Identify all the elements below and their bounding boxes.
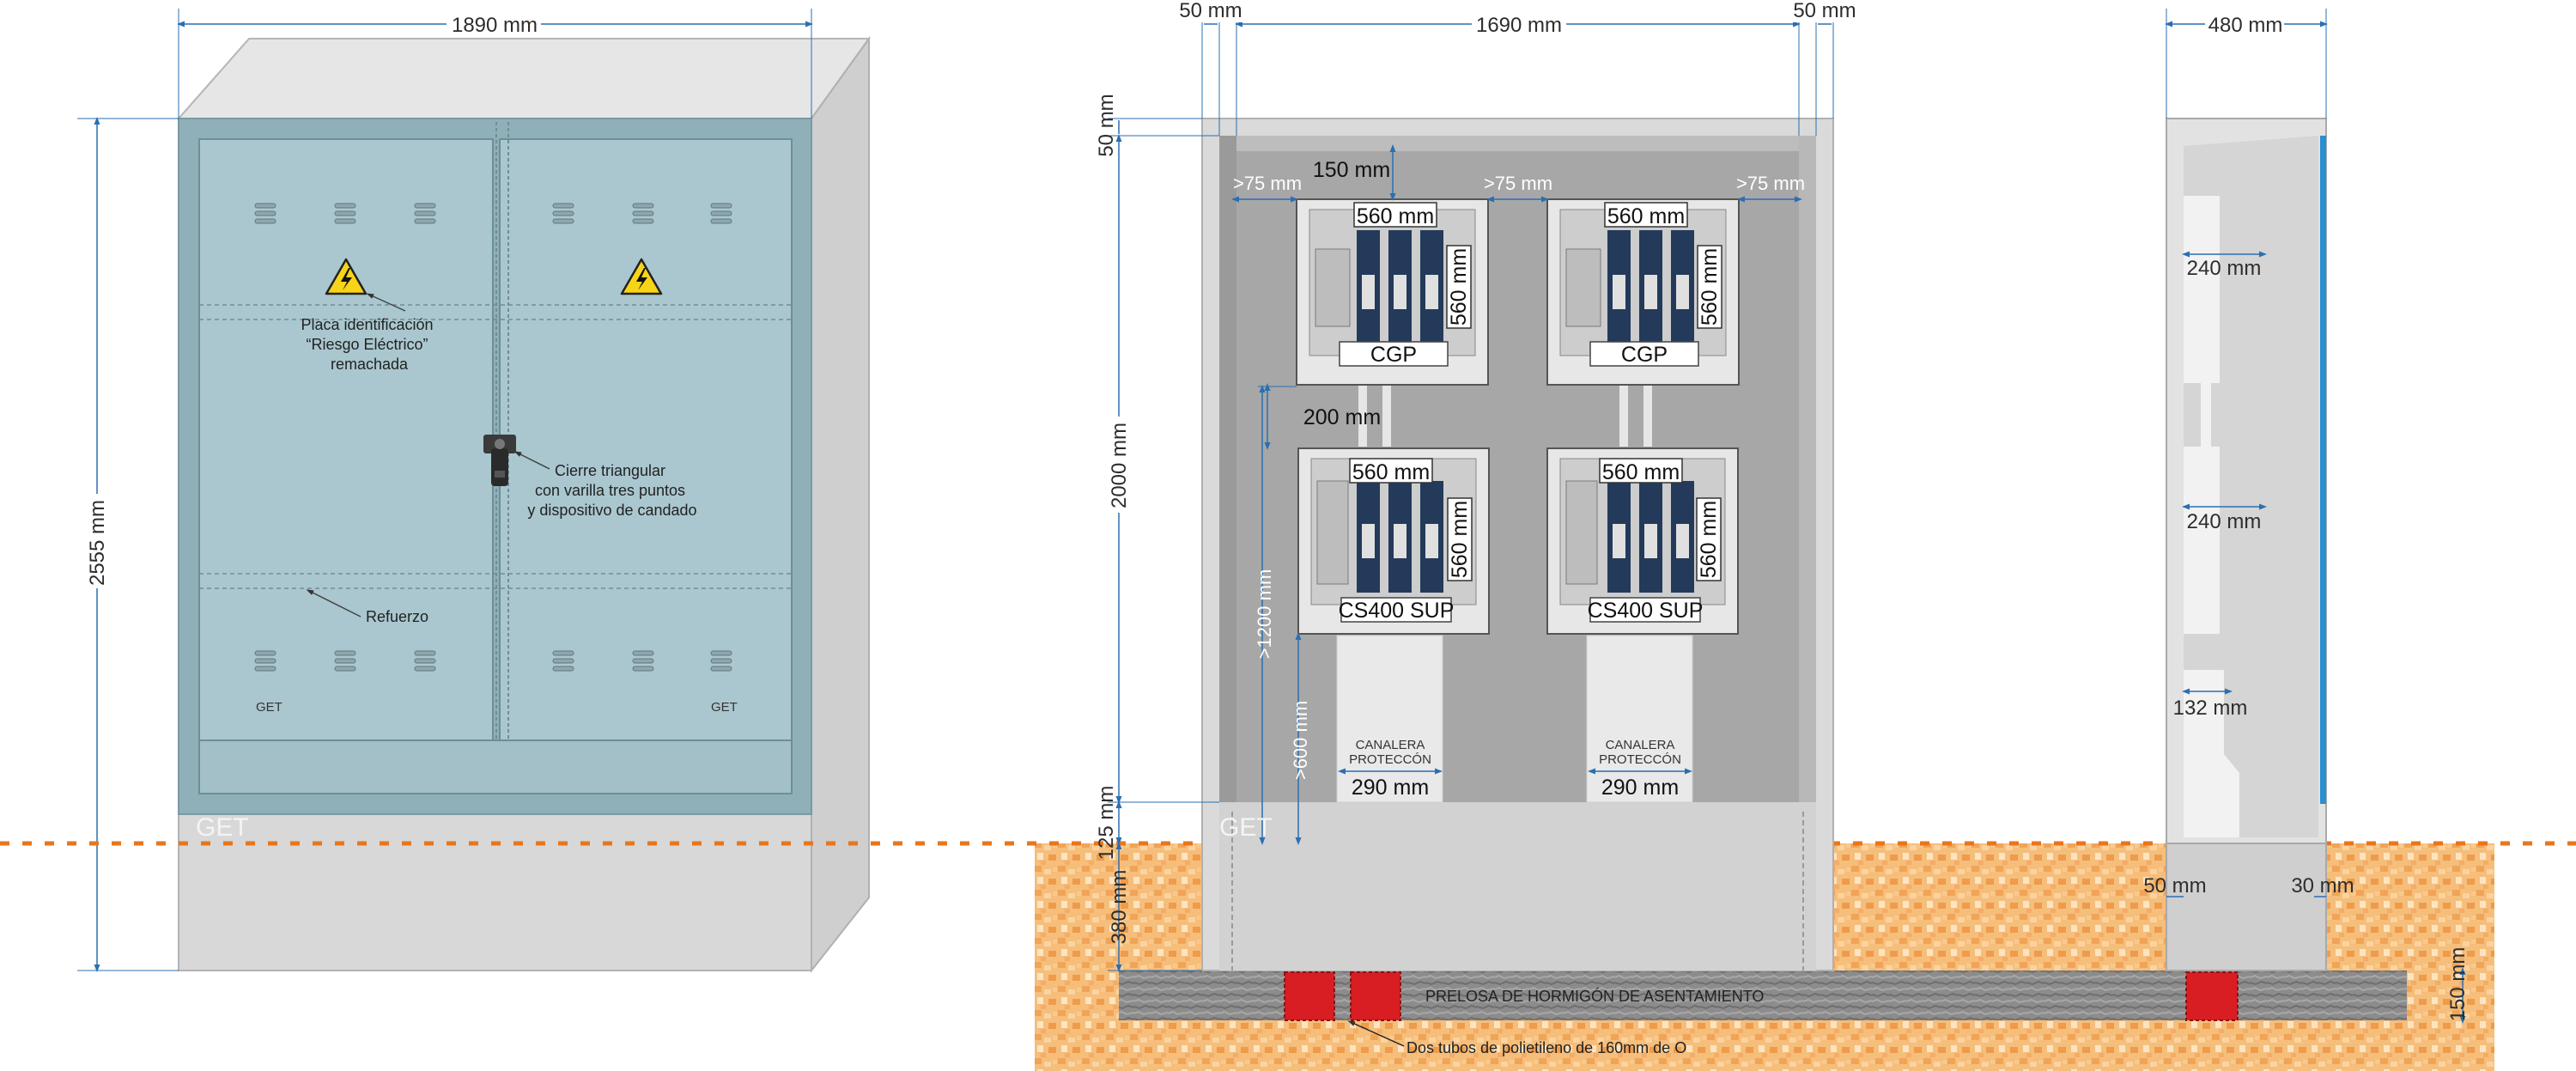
slab-label: PRELOSA DE HORMIGÓN DE ASENTAMIENTO	[1425, 987, 1764, 1005]
plate-note: Placa identificación “Riesgo Eléctrico” …	[301, 316, 437, 373]
cabinet-top-face	[176, 38, 871, 119]
duct-left	[1336, 635, 1443, 803]
cs400-left-height: 560 mm	[1448, 501, 1472, 578]
clear-middle-dim: >75 mm	[1484, 173, 1552, 194]
vent-louver-icon	[710, 203, 732, 224]
cgp-right-height: 560 mm	[1698, 248, 1722, 326]
duct-right-label-1: CANALERA	[1606, 738, 1675, 752]
front-width-dim: 1890 mm	[452, 14, 538, 37]
left-wall-dim: 50 mm	[1179, 0, 1242, 22]
interior-view: CANALERA PROTECCÓN CANALERA PROTECCÓN 29…	[1095, 0, 2407, 1056]
bottom-depth-dim: 132 mm	[2173, 697, 2248, 720]
slab-thickness-dim: 150 mm	[2446, 947, 2470, 1022]
cabinet-base	[178, 813, 812, 971]
duct-left-width: 290 mm	[1352, 776, 1429, 800]
min-height-600-dim: >600 mm	[1290, 701, 1311, 780]
tube-2	[1350, 971, 1401, 1021]
cs400-box-left: 560 mm 560 mm CS400 SUP	[1297, 447, 1490, 635]
inner-width-dim: 1690 mm	[1476, 14, 1562, 37]
side-tube	[2185, 971, 2239, 1021]
duct-right	[1586, 635, 1693, 803]
bottom-dim: 125 mm	[1095, 786, 1118, 861]
cgp-right-width: 560 mm	[1607, 204, 1685, 228]
interior-brand-label: GET	[1219, 813, 1273, 842]
duct-left-label-2: PROTECCÓN	[1349, 752, 1431, 767]
side-base	[2166, 843, 2327, 971]
cgp-right-label: CGP	[1621, 343, 1668, 367]
cabinet-side-face	[811, 35, 870, 973]
cs400-right-height: 560 mm	[1697, 501, 1721, 578]
cgp-left-width: 560 mm	[1357, 204, 1434, 228]
right-wall-dim: 50 mm	[1793, 0, 1856, 22]
brand-label: GET	[196, 813, 249, 842]
side-blue-edge	[2320, 136, 2326, 804]
duct-left-label-1: CANALERA	[1356, 738, 1425, 752]
cgp-left-height: 560 mm	[1447, 248, 1471, 326]
vent-louver-icon	[710, 650, 732, 672]
clear-right-dim: >75 mm	[1736, 173, 1805, 194]
front-height-dim: 2555 mm	[86, 500, 109, 586]
gap-between-dim: 200 mm	[1303, 405, 1381, 429]
vent-louver-icon	[552, 650, 574, 672]
lower-depth-dim: 240 mm	[2187, 510, 2262, 533]
vent-louver-icon	[414, 203, 436, 224]
clear-top-dim: 150 mm	[1313, 158, 1390, 182]
cs400-left-width: 560 mm	[1352, 460, 1430, 484]
vent-louver-icon	[552, 203, 574, 224]
front-view: GET GET Placa identificación “Riesgo Elé…	[77, 9, 871, 973]
cs400-right-label: CS400 SUP	[1588, 599, 1704, 623]
vent-louver-icon	[632, 203, 654, 224]
interior-buried-base	[1219, 802, 1816, 971]
door-leaf-left	[198, 138, 494, 794]
cs400-right-width: 560 mm	[1602, 460, 1680, 484]
lock-note: Cierre triangular con varilla tres punto…	[527, 462, 696, 519]
cgp-box-left: 560 mm 560 mm CGP	[1296, 198, 1489, 386]
plate-mark-left: GET	[256, 700, 283, 715]
base-right-dim: 30 mm	[2291, 874, 2354, 898]
side-depth-dim: 480 mm	[2208, 14, 2283, 37]
lock-handle-icon	[483, 435, 516, 486]
vent-louver-icon	[254, 203, 276, 224]
cgp-left-label: CGP	[1370, 343, 1417, 367]
door-bottom-rail	[198, 739, 793, 794]
reinforcement-note: Refuerzo	[366, 608, 428, 625]
upper-depth-dim: 240 mm	[2187, 257, 2262, 280]
cgp-box-right: 560 mm 560 mm CGP	[1546, 198, 1740, 386]
vent-louver-icon	[334, 650, 356, 672]
tube-1	[1284, 971, 1335, 1021]
inner-height-dim: 2000 mm	[1108, 423, 1131, 508]
duct-right-width: 290 mm	[1601, 776, 1679, 800]
vent-louver-icon	[254, 650, 276, 672]
cs400-left-label: CS400 SUP	[1339, 599, 1455, 623]
vent-louver-icon	[334, 203, 356, 224]
duct-right-label-2: PROTECCÓN	[1599, 752, 1681, 767]
vent-louver-icon	[414, 650, 436, 672]
clear-left-dim: >75 mm	[1233, 173, 1302, 194]
cs400-box-right: 560 mm 560 mm CS400 SUP	[1546, 447, 1739, 635]
plate-mark-right: GET	[711, 700, 738, 715]
base-left-dim: 50 mm	[2143, 874, 2206, 898]
door-leaf-right	[499, 138, 793, 794]
min-height-1200-dim: >1200 mm	[1254, 569, 1275, 660]
vent-louver-icon	[632, 650, 654, 672]
top-wall-dim: 50 mm	[1095, 94, 1118, 156]
tubes-note: Dos tubos de polietileno de 160mm de O	[1406, 1039, 1686, 1056]
side-view: 480 mm 240 mm 240 mm 132 mm 50 mm 30 mm …	[2143, 9, 2470, 1024]
buried-dim: 380 mm	[1108, 870, 1131, 945]
